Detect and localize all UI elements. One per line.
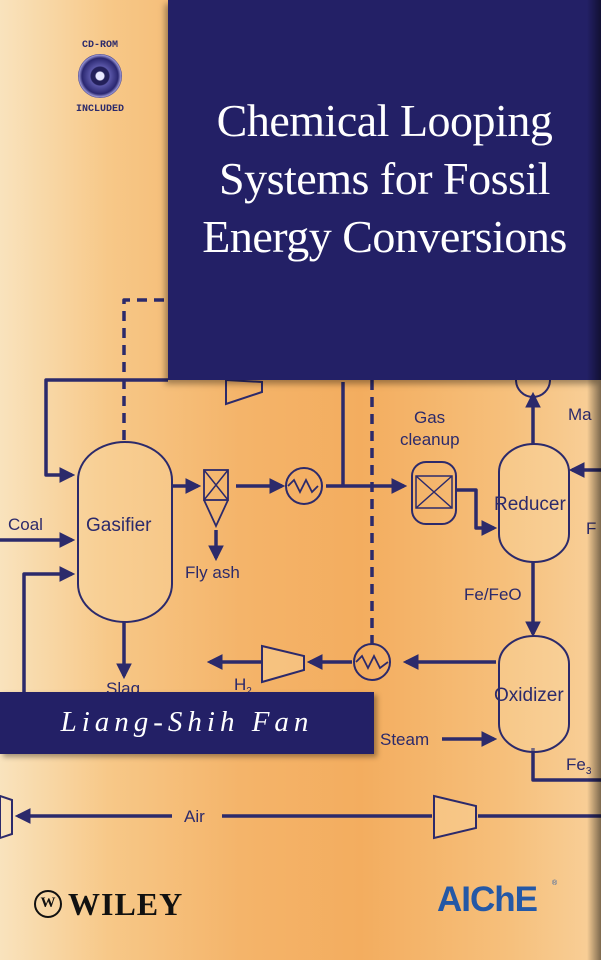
gas-cleanup-vessel — [411, 461, 457, 525]
turbine-air — [433, 794, 477, 840]
publisher-name: WILEY — [68, 886, 184, 922]
cd-rom-included-label: INCLUDED — [75, 104, 124, 115]
book-title-line: Chemical Looping — [216, 95, 553, 146]
turbine-h2 — [261, 644, 305, 684]
heat-exchanger-1-coil — [287, 477, 319, 495]
gas-cleanup-bed-cross — [415, 475, 453, 509]
coal-label: Coal — [8, 515, 43, 534]
oxidizer-label: Oxidizer — [494, 685, 564, 706]
recycle-line-left — [44, 378, 168, 483]
wiley-emblem-icon: W — [34, 890, 62, 918]
author-band: Liang-Shih Fan — [0, 692, 374, 754]
cyclone-box — [203, 469, 229, 501]
heat-exchanger-1 — [285, 467, 323, 505]
gas-cleanup-label-2: cleanup — [400, 430, 460, 449]
air-label: Air — [184, 807, 205, 826]
gas-cleanup-bed — [415, 475, 453, 509]
cd-rom-badge: CD-ROM INCLUDED — [72, 40, 128, 124]
gas-cleanup-label-1: Gas — [414, 408, 445, 427]
oxidizer-bottom-line — [531, 748, 601, 782]
heat-exchanger-2 — [353, 643, 391, 681]
cleanup-outlet-line — [456, 488, 498, 536]
reducer-label: Reducer — [494, 494, 566, 515]
aiche-trademark: ® — [552, 880, 558, 887]
book-title-line: Energy Conversions — [202, 211, 567, 262]
cyclone-cone — [203, 499, 229, 529]
dashed-line-gasifier-top — [122, 298, 168, 440]
fe-feo-label: Fe/FeO — [464, 585, 522, 604]
recycle-feed-line — [22, 566, 76, 692]
reducer-vessel — [498, 443, 570, 563]
heat-exchanger-2-coil — [355, 653, 389, 671]
cover-edge-shadow — [587, 0, 601, 960]
oxidizer-vessel — [498, 635, 570, 753]
aiche-logo: AIChE — [437, 880, 538, 919]
fly-ash-label: Fly ash — [185, 563, 240, 582]
cyclone-box-cross — [203, 469, 229, 501]
gasifier-label: Gasifier — [86, 515, 152, 536]
cd-rom-label: CD-ROM — [81, 40, 118, 51]
steam-label: Steam — [380, 730, 429, 749]
h2-label: H2 — [234, 675, 252, 697]
gasifier-vessel — [77, 441, 173, 623]
author-name: Liang-Shih Fan — [60, 706, 314, 738]
top-valve — [515, 379, 551, 398]
cd-disc-icon — [78, 54, 122, 98]
turbine-left — [0, 794, 13, 840]
ma-label: Ma — [568, 405, 592, 424]
book-title-line: Systems for Fossil — [219, 153, 550, 204]
turbine-top — [225, 378, 263, 406]
